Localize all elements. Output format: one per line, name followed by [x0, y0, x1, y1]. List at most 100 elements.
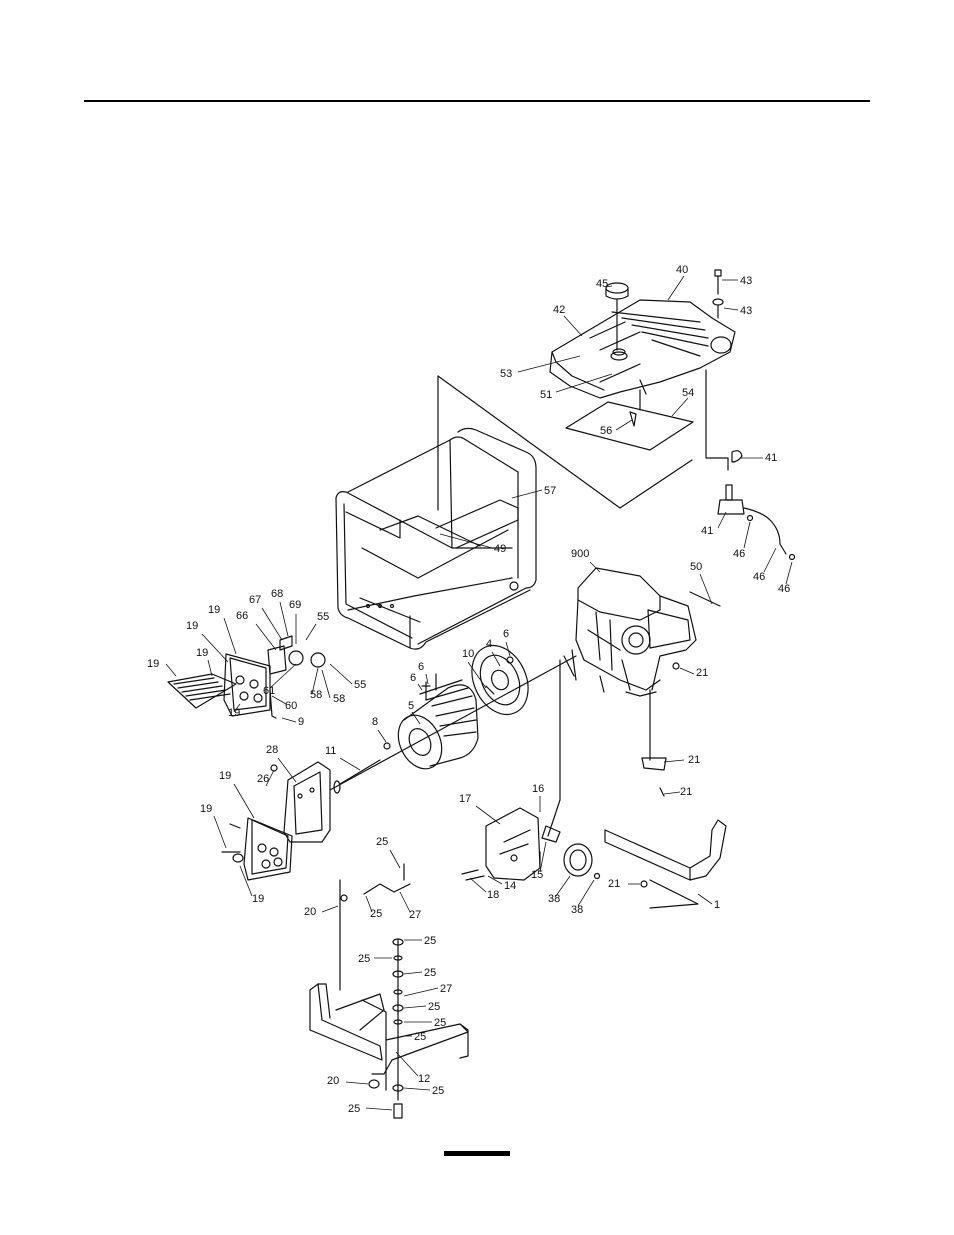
part-label-p6c: 6: [410, 672, 416, 684]
leader-p57: [512, 490, 542, 498]
leader-p56: [616, 420, 632, 430]
part-label-p46a: 46: [733, 548, 745, 560]
leader-p19f: [234, 784, 254, 818]
leader-p28: [278, 758, 296, 782]
leader-p68: [280, 602, 288, 636]
part-label-p14: 14: [504, 880, 516, 892]
part-label-p12: 12: [418, 1073, 430, 1085]
part-label-p28: 28: [266, 744, 278, 756]
part-label-p26: 26: [257, 773, 269, 785]
part-label-p61: 61: [263, 685, 275, 697]
leader-p21c: [664, 792, 680, 794]
leader-p58b: [322, 670, 330, 698]
part-label-p21b: 21: [688, 754, 700, 766]
fuel-valve-nut: [728, 451, 742, 470]
part-label-p43a: 43: [740, 275, 752, 287]
part-label-p49: 49: [494, 543, 506, 555]
part-label-p41a: 41: [765, 452, 777, 464]
leader-p900: [590, 562, 600, 572]
leader-p4: [492, 652, 500, 666]
fuel-tank: [550, 300, 735, 410]
part-label-p25j: 25: [348, 1103, 360, 1115]
leader-p55a: [306, 624, 316, 640]
leader-p60: [272, 696, 286, 704]
part-label-p19e: 19: [228, 707, 240, 719]
leader-p46b: [764, 548, 776, 572]
part-label-p19g: 19: [200, 803, 212, 815]
leader-p55b: [330, 664, 352, 684]
part-label-p1: 1: [714, 899, 720, 911]
part-label-p67: 67: [249, 594, 261, 606]
part-label-p18: 18: [487, 889, 499, 901]
part-label-p51: 51: [540, 389, 552, 401]
fuel-valve: [718, 485, 795, 560]
part-label-p60: 60: [285, 700, 297, 712]
part-label-p25g: 25: [434, 1017, 446, 1029]
leader-p19g: [214, 816, 226, 848]
leader-p40: [668, 276, 684, 300]
part-label-p25c: 25: [424, 935, 436, 947]
part-label-p20a: 20: [304, 906, 316, 918]
frame: [336, 428, 536, 649]
leader-p12: [396, 1052, 418, 1076]
leader-p8: [378, 730, 386, 742]
part-label-p42: 42: [553, 304, 565, 316]
part-label-p55a: 55: [317, 611, 329, 623]
part-label-p55b: 55: [354, 679, 366, 691]
part-label-p57: 57: [544, 485, 556, 497]
part-label-p19b: 19: [186, 620, 198, 632]
leader-p43b: [724, 308, 738, 310]
part-label-p25d: 25: [358, 953, 370, 965]
control-panel-upper: [168, 654, 276, 718]
part-label-p53: 53: [500, 368, 512, 380]
part-label-p25b: 25: [370, 908, 382, 920]
part-label-p19c: 19: [147, 658, 159, 670]
leader-p27b: [404, 988, 438, 996]
leader-p20a: [322, 906, 338, 912]
part-label-p46c: 46: [778, 583, 790, 595]
leader-p42: [564, 316, 582, 336]
leader-p20b: [346, 1082, 368, 1084]
part-label-p25h: 25: [414, 1031, 426, 1043]
part-label-p8: 8: [372, 716, 378, 728]
leader-p25e: [404, 972, 422, 974]
part-label-p38b: 38: [571, 904, 583, 916]
part-label-p15: 15: [531, 869, 543, 881]
leader-p25j: [366, 1108, 392, 1110]
alternator: [334, 636, 539, 793]
part-label-p11: 11: [325, 745, 336, 757]
leader-p25f: [404, 1006, 426, 1008]
shaft-axis: [330, 656, 576, 790]
outlet-components: [268, 636, 325, 674]
leader-p53: [518, 356, 580, 372]
part-label-p19d: 19: [196, 647, 208, 659]
part-label-p6b: 6: [418, 661, 424, 673]
part-label-p17: 17: [459, 793, 471, 805]
engine-leader: [548, 660, 560, 836]
part-label-p27a: 27: [409, 909, 421, 921]
part-label-p5: 5: [408, 700, 414, 712]
part-label-p25a: 25: [376, 836, 388, 848]
leader-p5: [412, 712, 420, 724]
part-label-p69: 69: [289, 599, 301, 611]
fuel-cap: [606, 283, 628, 350]
leader-p21a: [680, 668, 694, 674]
part-label-p20b: 20: [327, 1075, 339, 1087]
leader-p15: [540, 842, 546, 872]
leader-p19a: [224, 618, 236, 654]
leader-p11: [340, 758, 360, 770]
leader-p54: [672, 398, 688, 416]
tank-bolt: [713, 270, 723, 318]
part-label-p21d: 21: [608, 878, 620, 890]
base-rail-right: [605, 758, 726, 908]
part-label-p54: 54: [682, 387, 694, 399]
part-label-p43b: 43: [740, 305, 752, 317]
part-label-p6a: 6: [503, 628, 509, 640]
leader-p46a: [744, 522, 750, 548]
part-label-p66: 66: [236, 610, 248, 622]
leader-p19d: [208, 660, 212, 676]
part-label-p16: 16: [532, 783, 544, 795]
bearing-carrier: [284, 762, 330, 842]
